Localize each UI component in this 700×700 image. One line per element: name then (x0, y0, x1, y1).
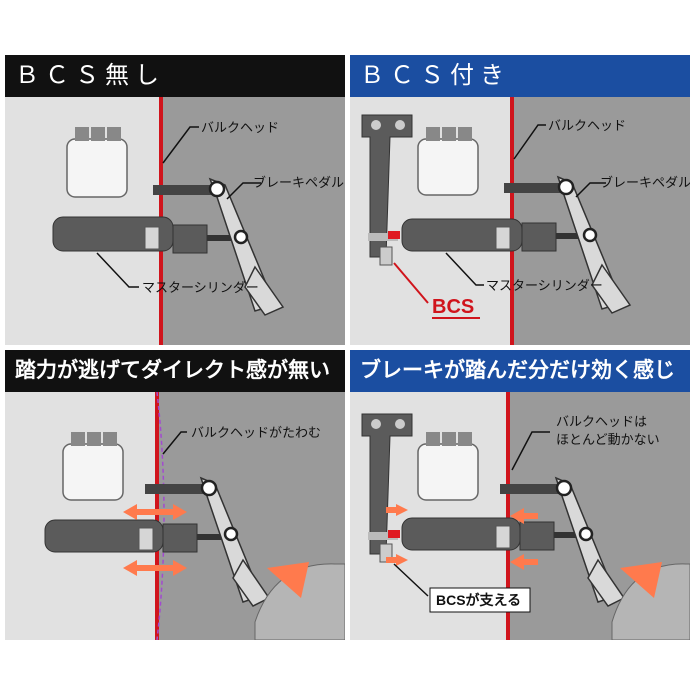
panel-title: ＢＣＳ付き (350, 55, 690, 97)
reservoir-icon (66, 127, 128, 198)
master-cylinder-icon (401, 517, 580, 551)
label-bulkhead-stable-line1: バルクヘッドは (556, 414, 647, 429)
panel-with-bcs: ＢＣＳ付き (350, 55, 691, 345)
panel-no-direct-feel: 踏力が逃げてダイレクト感が無い (5, 350, 346, 641)
panel-title: ブレーキが踏んだ分だけ効く感じ (350, 350, 690, 392)
master-cylinder-icon (52, 216, 233, 254)
reservoir-icon (417, 127, 479, 196)
label-bcs: BCS (432, 296, 474, 318)
foot-icon (254, 562, 346, 641)
panel-title: 踏力が逃げてダイレクト感が無い (5, 350, 345, 392)
diagram-svg: バルクヘッド ブレーキペダル マスターシリンダー BCS (350, 97, 691, 345)
diagram-svg: バルクヘッド ブレーキペダル マスターシリンダー (5, 97, 344, 345)
force-arrow-icon (386, 504, 538, 570)
brake-pedal-icon (500, 476, 626, 607)
force-arrow-icon (123, 504, 187, 576)
panel-without-bcs: ＢＣＳ無し (5, 55, 345, 345)
diagram-area: バルクヘッド ブレーキペダル マスターシリンダー BCS (350, 97, 691, 345)
brake-pedal-icon (145, 476, 271, 607)
diagram-svg: バルクヘッドがたわむ (5, 391, 346, 641)
diagram-area: バルクヘッドは ほとんど動かない BCSが支える (350, 392, 691, 641)
diagram-svg: バルクヘッドは ほとんど動かない BCSが支える (350, 392, 691, 641)
label-bulkhead-flex: バルクヘッドがたわむ (191, 425, 321, 440)
label-bulkhead: バルクヘッド (201, 120, 279, 135)
label-pedal: ブレーキペダル (600, 175, 690, 190)
master-cylinder-icon (401, 218, 582, 252)
label-master-cylinder: マスターシリンダー (486, 278, 603, 293)
reservoir-icon (62, 432, 124, 501)
diagram-area: バルクヘッド ブレーキペダル マスターシリンダー (5, 97, 345, 345)
brake-pedal-icon (504, 175, 632, 314)
label-bulkhead: バルクヘッド (548, 118, 626, 133)
panel-title: ＢＣＳ無し (5, 55, 345, 97)
reservoir-icon (417, 432, 479, 501)
label-bulkhead-stable-line2: ほとんど動かない (556, 432, 660, 447)
diagram-area: バルクヘッドがたわむ (5, 391, 346, 641)
flex-line (156, 391, 165, 641)
bcs-pointer (393, 563, 429, 597)
panel-direct-feel: ブレーキが踏んだ分だけ効く感じ (350, 350, 691, 641)
foot-icon (611, 562, 691, 641)
label-pedal: ブレーキペダル (253, 175, 344, 190)
label-master-cylinder: マスターシリンダー (142, 280, 259, 295)
label-bcs-support: BCSが支える (436, 592, 521, 608)
bcs-pointer (393, 262, 429, 304)
bcs-bracket-icon (361, 114, 413, 266)
brake-pedal-icon (153, 177, 285, 316)
master-cylinder-icon (44, 519, 223, 553)
